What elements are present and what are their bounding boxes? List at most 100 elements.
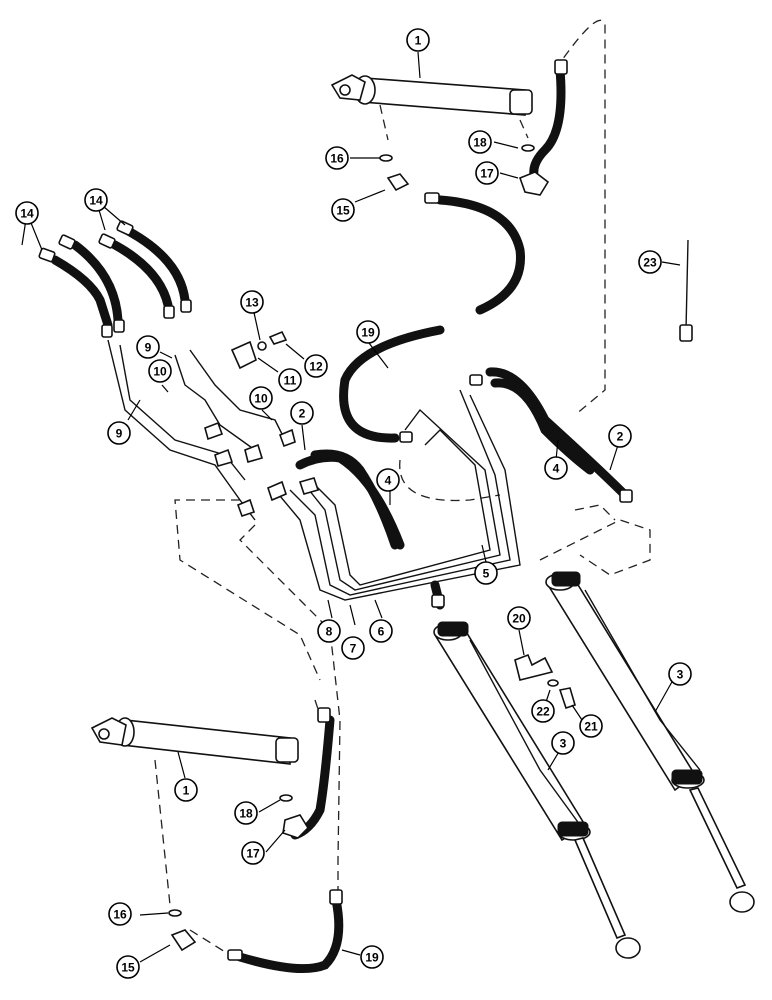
callout-circle <box>468 130 492 154</box>
callout-14: 14 <box>15 201 39 225</box>
callout-circle <box>531 699 555 723</box>
callout-10: 10 <box>148 359 172 383</box>
callout-label: 5 <box>483 567 490 581</box>
callout-label: 18 <box>239 807 253 821</box>
callout-circle <box>304 354 328 378</box>
callout-4: 4 <box>544 456 568 480</box>
callout-label: 3 <box>560 737 567 751</box>
callout-2: 2 <box>290 401 314 425</box>
callout-circle <box>376 468 400 492</box>
callout-circle <box>15 201 39 225</box>
hose-fittings <box>38 59 633 961</box>
callout-circle <box>544 456 568 480</box>
top-hydraulic-cylinder <box>330 74 533 116</box>
callout-label: 3 <box>677 668 684 682</box>
callout-label: 2 <box>299 407 306 421</box>
callout-circle <box>638 250 662 274</box>
callout-8: 8 <box>317 619 341 643</box>
callout-label: 11 <box>284 374 297 388</box>
callout-label: 17 <box>246 847 260 861</box>
callout-circle <box>174 778 198 802</box>
callout-circle <box>148 359 172 383</box>
callout-label: 13 <box>245 296 259 310</box>
callout-label: 2 <box>617 430 624 444</box>
center-vertical-cylinder <box>433 621 641 959</box>
callout-circle <box>369 619 393 643</box>
callout-16: 16 <box>108 902 132 926</box>
callout-label: 7 <box>350 642 357 656</box>
callout-label: 16 <box>330 152 344 166</box>
callout-18: 18 <box>468 130 492 154</box>
callout-19: 19 <box>356 320 380 344</box>
callout-circle <box>278 368 302 392</box>
callout-9: 9 <box>107 421 131 445</box>
callout-4: 4 <box>376 468 400 492</box>
callout-circle <box>116 955 140 979</box>
callout-label: 18 <box>473 136 487 150</box>
callout-circle <box>474 561 498 585</box>
callout-circle <box>668 662 692 686</box>
callout-circle <box>290 401 314 425</box>
callout-circle <box>84 188 108 212</box>
callout-label: 9 <box>145 341 152 355</box>
callout-12: 12 <box>304 354 328 378</box>
callout-14: 14 <box>84 188 108 212</box>
callout-19: 19 <box>360 945 384 969</box>
callout-label: 16 <box>113 908 127 922</box>
callout-label: 10 <box>254 392 268 406</box>
right-vertical-cylinder <box>545 571 755 913</box>
callout-label: 1 <box>183 784 190 798</box>
callout-20: 20 <box>507 606 531 630</box>
callout-circle <box>406 28 430 52</box>
callout-label: 1 <box>415 34 422 48</box>
callout-label: 19 <box>365 951 379 965</box>
callout-17: 17 <box>241 841 265 865</box>
callout-layer: 1122334456789910101112131414151516161717… <box>15 28 692 979</box>
callout-circle <box>356 320 380 344</box>
callout-9: 9 <box>136 335 160 359</box>
dashed-flow-lines <box>154 19 651 956</box>
callout-15: 15 <box>116 955 140 979</box>
callout-label: 21 <box>584 720 598 734</box>
callout-circle <box>331 198 355 222</box>
callout-label: 15 <box>121 961 135 975</box>
steel-tubes <box>107 339 521 601</box>
callout-circle <box>341 636 365 660</box>
callout-circle <box>241 841 265 865</box>
callout-label: 22 <box>536 705 550 719</box>
small-parts <box>168 144 693 952</box>
callout-11: 11 <box>278 368 302 392</box>
callout-3: 3 <box>668 662 692 686</box>
callout-circle <box>551 731 575 755</box>
callout-label: 10 <box>153 365 167 379</box>
callout-circle <box>249 386 273 410</box>
callout-5: 5 <box>474 561 498 585</box>
callout-17: 17 <box>475 161 499 185</box>
callout-circle <box>579 714 603 738</box>
callout-circle <box>360 945 384 969</box>
rubber-hoses <box>50 65 630 974</box>
callout-7: 7 <box>341 636 365 660</box>
callout-1: 1 <box>406 28 430 52</box>
callout-label: 4 <box>553 462 560 476</box>
callout-22: 22 <box>531 699 555 723</box>
callout-label: 4 <box>385 474 392 488</box>
callout-18: 18 <box>234 801 258 825</box>
callout-label: 9 <box>116 427 123 441</box>
bottom-hydraulic-cylinder <box>90 717 299 765</box>
callout-label: 17 <box>480 167 494 181</box>
callout-21: 21 <box>579 714 603 738</box>
callout-label: 23 <box>643 256 657 270</box>
callout-circle <box>507 606 531 630</box>
callout-label: 14 <box>89 194 103 208</box>
callout-label: 12 <box>309 360 323 374</box>
callout-circle <box>107 421 131 445</box>
callout-circle <box>317 619 341 643</box>
callout-6: 6 <box>369 619 393 643</box>
callout-label: 8 <box>326 625 333 639</box>
callout-circle <box>608 424 632 448</box>
callout-circle <box>475 161 499 185</box>
callout-15: 15 <box>331 198 355 222</box>
callout-3: 3 <box>551 731 575 755</box>
